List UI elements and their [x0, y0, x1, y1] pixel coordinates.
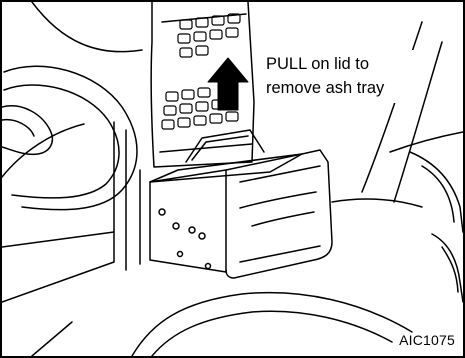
ash-tray-drawer: [150, 150, 332, 278]
right-hand: [410, 152, 463, 302]
steering-wheel: [2, 2, 142, 210]
callout-label: PULL on lid to remove ash tray: [260, 50, 420, 103]
left-hand: [2, 106, 52, 155]
upper-button-grid: [178, 14, 240, 57]
figure-code: AIC1075: [399, 332, 455, 348]
callout-line-1: PULL on lid to: [266, 52, 416, 76]
callout-line-2: remove ash tray: [266, 76, 416, 100]
up-arrow-icon: [208, 58, 248, 110]
floor-lines: [32, 293, 412, 356]
